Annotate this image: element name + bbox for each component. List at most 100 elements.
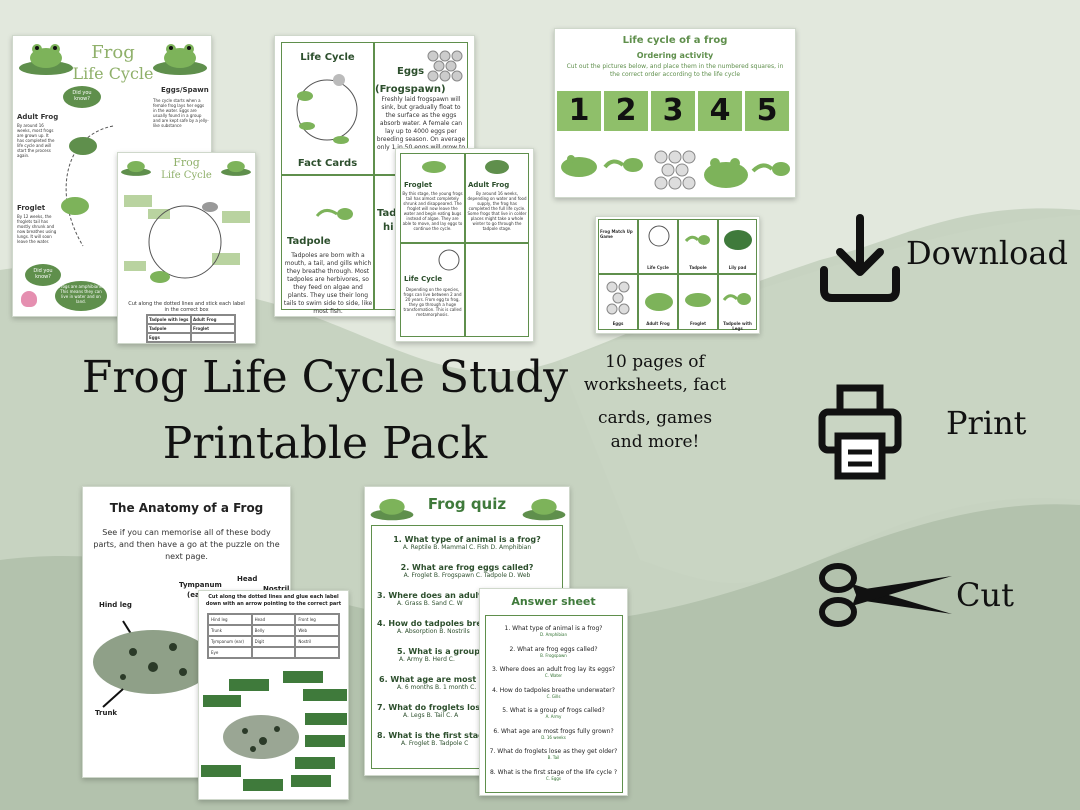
answer-sheet: Answer sheet 1. What type of animal is a… <box>479 588 628 796</box>
empty-label-box <box>148 209 170 219</box>
match-label-tadpole: Tadpole <box>689 265 707 270</box>
headline-line-1: Frog Life Cycle Study <box>81 352 569 403</box>
anatomy-sheet: The Anatomy of a Frog See if you can mem… <box>82 486 291 778</box>
life-cycle-circle <box>61 125 114 247</box>
eggs-heading: Eggs <box>397 66 425 77</box>
table-cell: Head <box>251 614 296 625</box>
anatomy-label-head: Head <box>237 575 258 583</box>
empty-label-box <box>222 211 250 223</box>
answer-item: 8. What is the first stage of the life c… <box>489 768 618 781</box>
life-cycle-card-heading: Life Cycle <box>404 275 443 283</box>
quiz-title: Frog quiz <box>427 495 507 513</box>
printer-icon <box>818 384 902 480</box>
ordering-title: Life cycle of a frog <box>622 35 728 46</box>
adult-frog-icon <box>645 293 673 311</box>
table-cell: Trunk <box>208 625 252 636</box>
table-cell: Eye <box>208 647 252 658</box>
number-square-4: 4 <box>698 91 742 131</box>
frog-anatomy-illustration <box>93 620 213 708</box>
did-you-know-bubble <box>63 86 101 108</box>
match-label-lily-pad: Lily pad <box>728 265 747 270</box>
adult-frog-fact-text: By around 16 weeks, depending on water a… <box>467 191 527 231</box>
blank-label-box <box>203 695 241 707</box>
table-cell: Tympanum (ear) <box>208 636 252 647</box>
card-cell <box>281 42 374 175</box>
adult-frog-picture <box>704 158 748 188</box>
frogspawn-picture <box>654 150 696 190</box>
table-cell: Belly <box>251 625 296 636</box>
cut-label: Cut <box>956 576 1014 614</box>
frogspawn-icon <box>427 50 463 82</box>
did-you-know-text-2: Did you know? <box>33 268 53 280</box>
fact-cards-heading: Fact Cards <box>297 158 358 169</box>
blank-label-box <box>283 671 323 683</box>
match-label-adult-frog: Adult Frog <box>646 321 670 326</box>
number-square-5: 5 <box>745 91 789 131</box>
card-cell <box>400 153 465 243</box>
empty-label-box <box>124 195 152 207</box>
answer-item: 6. What age are most frogs fully grown?D… <box>493 727 614 740</box>
match-label-eggs: Eggs <box>612 321 624 326</box>
number-square-3: 3 <box>651 91 695 131</box>
tadpole-with-legs-icon <box>722 293 751 305</box>
blank-label-box <box>303 689 347 701</box>
froglet-fact-text: By this stage, the young frogs tail has … <box>402 191 463 231</box>
print-label: Print <box>946 404 1027 442</box>
answer-list: 1. What type of animal is a frog?D. Amph… <box>485 625 622 789</box>
card-cell <box>465 153 529 243</box>
frog-on-lilypad-icon <box>121 161 151 176</box>
froglet-text: By 12 weeks, the froglets tail has mostl… <box>17 214 57 244</box>
table-cell: Nostril <box>295 636 339 647</box>
poster-title-frog: Frog <box>91 42 135 63</box>
answer-border <box>485 615 623 793</box>
frogspawn-icon <box>606 281 630 315</box>
anatomy-cut-sheet: Cut along the dotted lines and glue each… <box>198 590 349 800</box>
frog-on-lilypad-icon <box>522 498 566 521</box>
anatomy-label-nostril: Nostril <box>263 585 290 593</box>
subtext-line-3: cards, games <box>597 408 713 428</box>
table-cell: Eggs <box>147 333 191 342</box>
tadpole-with-legs-heading-cut-2: hi <box>383 222 394 233</box>
life-cycle-diagram <box>296 74 358 144</box>
game-cell <box>598 219 638 274</box>
anatomy-cut-instruction: Cut along the dotted lines and glue each… <box>205 594 342 607</box>
frog-on-lilypad-icon <box>153 44 207 75</box>
frog-anatomy-outline <box>223 715 299 759</box>
subtext-line-2: worksheets, fact <box>583 375 727 395</box>
fact-bubble <box>55 281 107 311</box>
game-cell <box>718 219 757 274</box>
did-you-know-text: Did you know? <box>72 90 92 102</box>
answer-item: 2. What are frog eggs called?B. Frogspaw… <box>509 645 598 658</box>
adult-frog-text: By around 16 weeks, most frogs are grown… <box>17 123 55 158</box>
blank-label-box <box>229 679 269 691</box>
tadpole-icon <box>315 208 353 220</box>
eggs-spawn-heading: Eggs/Spawn <box>161 86 209 94</box>
download-icon <box>820 214 900 302</box>
life-cycle-cut-stick-sheet: Frog Life Cycle Cut along the dotted lin… <box>117 152 256 344</box>
table-cell: Web <box>295 625 339 636</box>
match-up-game-sheet: Frog Match Up Game Life Cycle Tadpole Li… <box>595 216 760 334</box>
game-cell <box>678 274 718 330</box>
quiz-question: 1. What type of animal is a frog?A. Rept… <box>393 535 541 551</box>
match-game-title: Frog Match Up Game <box>600 229 633 239</box>
ordering-activity-sheet: Life cycle of a frog Ordering activity C… <box>554 28 796 198</box>
frog-on-lilypad-icon <box>19 44 73 75</box>
number-square-2: 2 <box>604 91 648 131</box>
subtext-line-1: 10 pages of <box>605 352 705 372</box>
headline-line-2: Printable Pack <box>162 418 488 469</box>
froglet-heading: Froglet <box>17 204 46 212</box>
fact-cards-sheet-2: Froglet By this stage, the young frogs t… <box>395 148 534 342</box>
froglet-icon <box>422 161 446 173</box>
cycle-arrows <box>148 202 222 283</box>
frogs-are-amphibians-text: Frogs are amphibians. This means they ca… <box>58 284 104 304</box>
froglet-icon <box>685 293 711 307</box>
table-cell: Tadpole with legs <box>147 315 191 324</box>
ordering-instruction: Cut out the pictures below, and place th… <box>566 63 784 78</box>
blank-label-box <box>243 779 283 791</box>
card-cell <box>465 243 529 337</box>
